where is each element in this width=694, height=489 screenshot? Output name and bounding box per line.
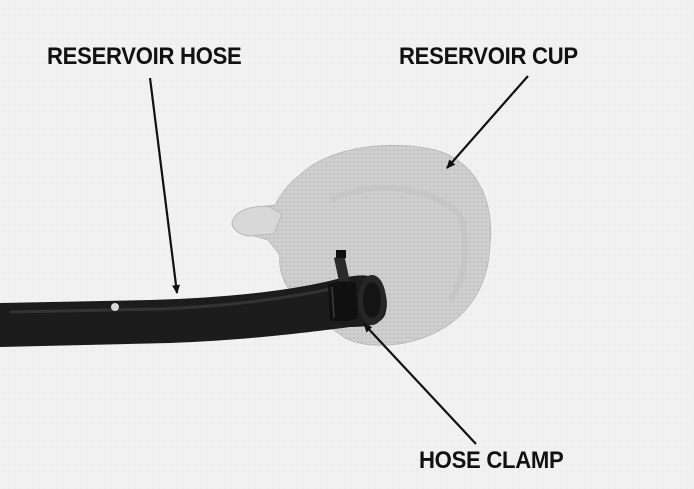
hose-clamp-label: HOSE CLAMP	[419, 449, 563, 473]
reservoir-hose-label: RESERVOIR HOSE	[47, 45, 242, 69]
reservoir-cup-label: RESERVOIR CUP	[399, 45, 578, 69]
